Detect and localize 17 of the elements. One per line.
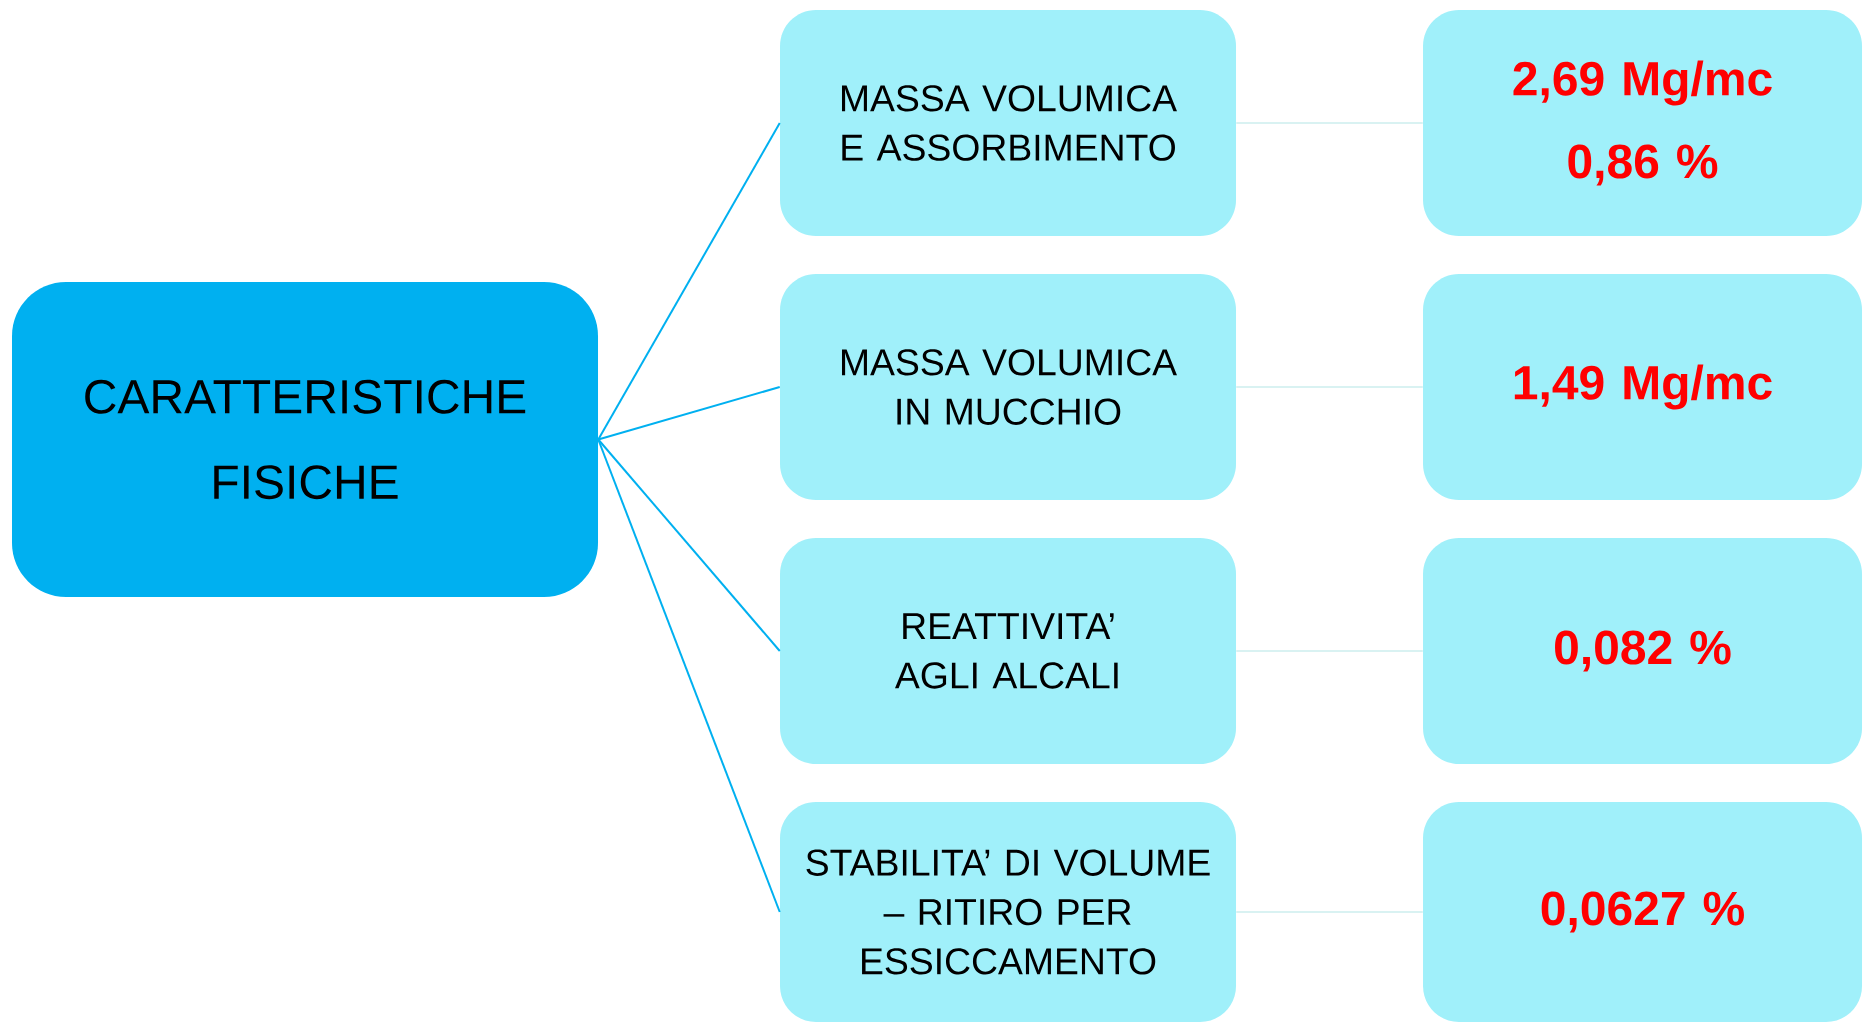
category-box: MASSA VOLUMICA IN MUCCHIO — [780, 274, 1236, 500]
connector-line — [1235, 650, 1424, 652]
category-box: STABILITA’ DI VOLUME – RITIRO PER ESSICCAMENTO — [780, 802, 1236, 1022]
connector-line — [597, 386, 781, 441]
value-box: 0,082 % — [1423, 538, 1863, 764]
category-box: MASSA VOLUMICA E ASSORBIMENTO — [780, 10, 1236, 236]
connector-line — [1235, 122, 1424, 124]
value-box: 0,0627 % — [1423, 802, 1863, 1022]
category-box: REATTIVITA’ AGLI ALCALI — [780, 538, 1236, 764]
connector-line — [597, 438, 781, 652]
connector-line — [597, 438, 781, 913]
value-box: 2,69 Mg/mc 0,86 % — [1423, 10, 1863, 236]
value-box: 1,49 Mg/mc — [1423, 274, 1863, 500]
connector-line — [1235, 386, 1424, 388]
connector-line — [597, 122, 781, 441]
connector-line — [1235, 911, 1424, 913]
root-box: CARATTERISTICHE FISICHE — [12, 282, 598, 597]
